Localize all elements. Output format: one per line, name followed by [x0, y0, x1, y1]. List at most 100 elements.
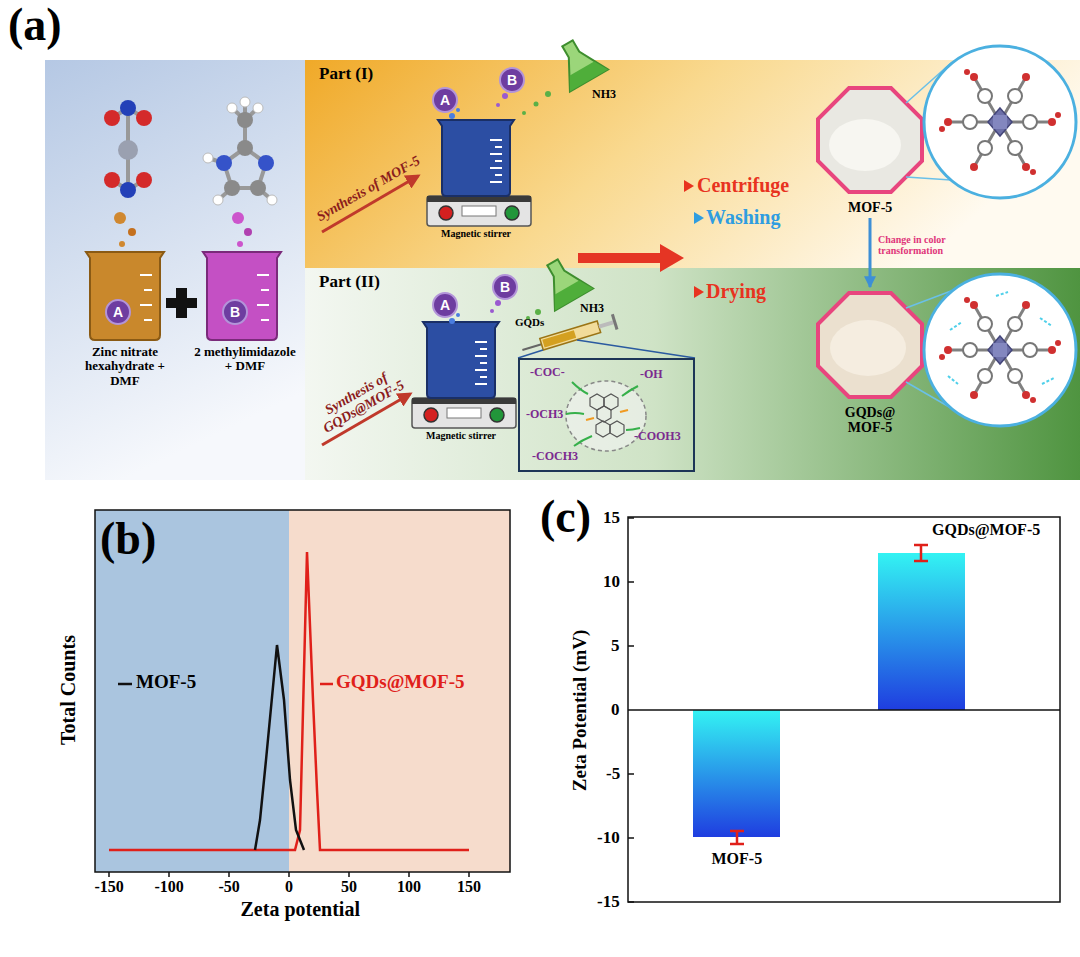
- zeta-bar-chart: [628, 517, 1060, 902]
- process-band: Part (II)Magnetic stirrer-COC--OH-OCH3-C…: [305, 268, 1080, 480]
- zinc-nitrate-molecule: [136, 110, 152, 126]
- syringe: [540, 321, 601, 350]
- zeta-distribution-chart: [288, 872, 290, 877]
- structure-zoom: [996, 292, 1008, 296]
- process-arrow: [578, 180, 704, 298]
- zeta-distribution-chart: [255, 645, 304, 850]
- graphene-quantum-dots: [596, 421, 610, 437]
- reagent-letter: B: [500, 280, 510, 295]
- zeta-distribution-chart: [95, 510, 510, 877]
- reagent-beaker: [140, 304, 152, 306]
- graphene-quantum-dots: [622, 386, 638, 396]
- zeta-bar-chart: [730, 830, 744, 833]
- stirrer-box: Magnetic stirrer: [415, 118, 545, 243]
- tick-label: 100: [397, 878, 421, 896]
- reagent-circle: [502, 93, 508, 99]
- functional-group: -COCH3: [532, 450, 578, 463]
- process-arrow: [869, 218, 872, 287]
- reagent-circle: [433, 68, 524, 324]
- step-label: Centrifuge: [697, 174, 789, 196]
- zinc-nitrate-molecule: [128, 228, 136, 236]
- bar-label: MOF-5: [712, 850, 763, 868]
- graphene-quantum-dots: [566, 382, 640, 446]
- equipment-name: Magnetic stirrer: [441, 228, 511, 239]
- methylimidazole-molecule: [203, 97, 277, 205]
- zeta-bar-chart: [920, 545, 923, 561]
- zeta-distribution-chart: [468, 872, 470, 877]
- methylimidazole-molecule: [250, 180, 266, 196]
- inset-box: -COC--OH-OCH3-COOH3-COCH3: [518, 358, 695, 472]
- structure-zoom: [1042, 378, 1054, 384]
- structure-zoom: [939, 69, 1061, 175]
- zeta-bar-chart: [914, 560, 928, 563]
- product-photo: [830, 320, 906, 376]
- reagent-beaker: [140, 275, 152, 320]
- magnetic-stirrer: [412, 120, 531, 428]
- process-arrow: [694, 212, 704, 224]
- tick-label: 50: [341, 878, 357, 896]
- graphene-quantum-dots: [597, 406, 611, 422]
- zinc-nitrate-molecule: [120, 182, 136, 198]
- tick-label: -100: [155, 878, 184, 896]
- zeta-distribution-chart: [109, 552, 469, 850]
- zeta-bar-chart: [730, 843, 744, 846]
- reagent-letter: A: [113, 305, 123, 320]
- reagent-name: Zinc nitrate hexahydrate + DMF: [71, 345, 179, 388]
- reagent-circle: [449, 113, 455, 119]
- syringe: [598, 320, 614, 328]
- reagent-circle: [456, 108, 460, 112]
- ammonia-flask: [522, 91, 551, 320]
- zeta-distribution-chart: [108, 872, 110, 877]
- zeta-distribution-chart: [109, 872, 469, 877]
- plus-sign: [166, 298, 197, 308]
- axis-title: Total Counts: [57, 635, 79, 745]
- zinc-nitrate-molecule: [136, 172, 152, 188]
- reagent-beaker: [257, 275, 269, 320]
- bar-label: GQDs@MOF-5: [932, 521, 1040, 539]
- reagent-beaker: [144, 319, 152, 321]
- product-name: GQDs@ MOF-5: [835, 405, 905, 436]
- methylimidazole-molecule: [237, 112, 253, 128]
- zeta-bar-chart: [878, 553, 965, 710]
- zeta-bar-chart: [628, 517, 1060, 902]
- zeta-distribution-chart: [320, 683, 333, 686]
- zeta-bar-chart: [736, 831, 739, 844]
- functional-group: -OH: [640, 368, 663, 381]
- tick-label: 15: [603, 509, 620, 528]
- ammonia-flask: [534, 102, 539, 107]
- graphene-quantum-dots: [620, 410, 628, 412]
- product-octagon: GQDs@ MOF-5: [808, 287, 932, 439]
- zinc-nitrate-molecule: [114, 212, 126, 224]
- zeta-distribution-chart: [228, 872, 230, 877]
- zinc-nitrate-molecule: [104, 110, 120, 126]
- graphene-quantum-dots: [590, 394, 624, 437]
- methylimidazole-molecule: [240, 97, 250, 107]
- axis-title: Zeta potential: [241, 898, 360, 920]
- reagent-circle: [490, 309, 494, 313]
- magnetic-stirrer: [427, 120, 531, 226]
- reagent-letter: A: [440, 298, 450, 313]
- zeta-distribution-chart: [348, 872, 350, 877]
- tick-label: 0: [285, 878, 293, 896]
- graphene-quantum-dots: [572, 382, 588, 394]
- panel-background: [45, 60, 305, 480]
- syringe: [611, 314, 619, 330]
- methylimidazole-molecule: [216, 155, 232, 171]
- functional-group: -COC-: [530, 366, 565, 379]
- reagent-letter: B: [507, 73, 517, 88]
- equipment-name: Magnetic stirrer: [426, 430, 496, 441]
- methylimidazole-molecule: [227, 103, 237, 113]
- zinc-nitrate-molecule: [118, 140, 138, 160]
- tick-label: -5: [606, 765, 620, 784]
- reagent-beaker: [144, 289, 152, 291]
- legend-text: MOF-5: [136, 672, 196, 693]
- process-arrow: [578, 244, 684, 272]
- panel-background: [305, 268, 1080, 480]
- syringe: [542, 330, 576, 347]
- reagent-beaker: [86, 252, 164, 340]
- syringe: [518, 314, 695, 358]
- product-octagon: MOF-5: [808, 82, 932, 218]
- structure-zoom: [948, 292, 1054, 384]
- zeta-distribution-chart: [95, 510, 510, 872]
- methylimidazole-molecule: [244, 228, 252, 236]
